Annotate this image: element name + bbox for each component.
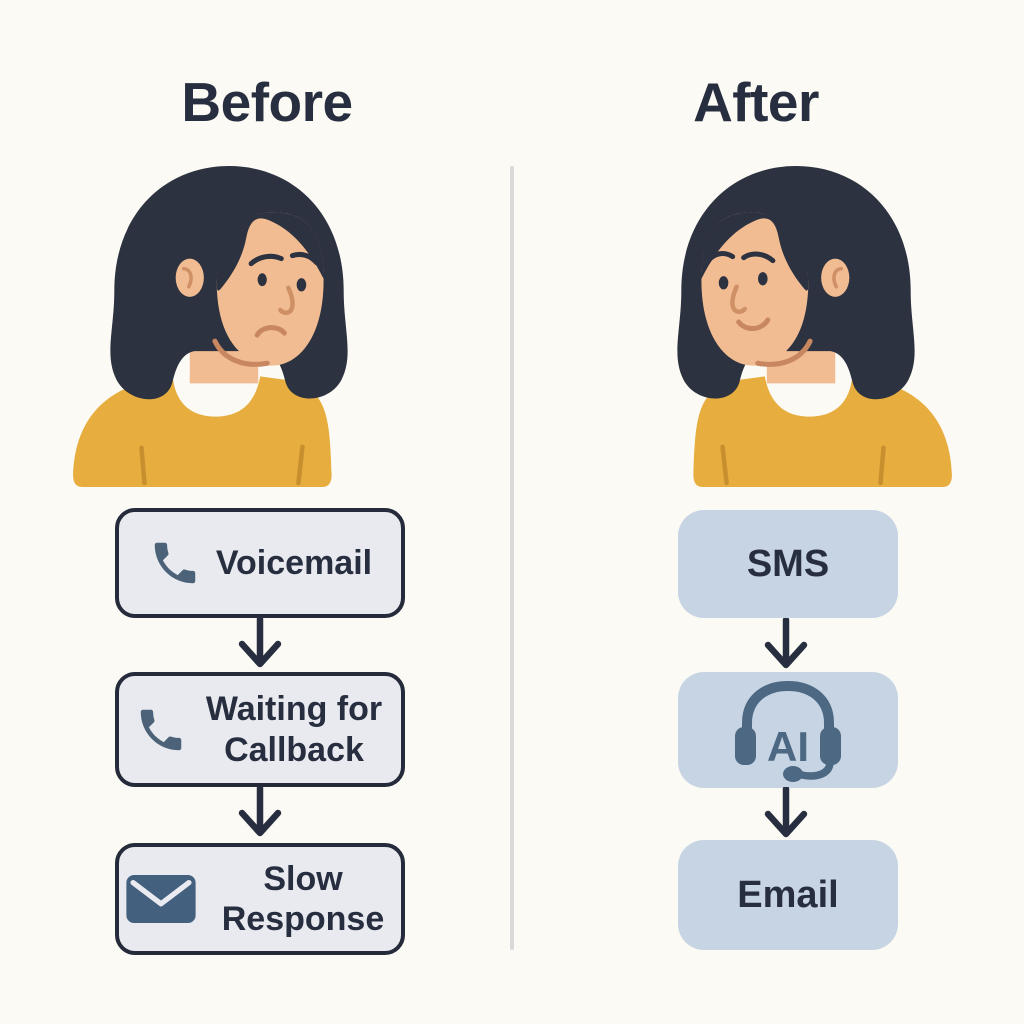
step-email: Email	[678, 840, 898, 950]
happy-woman-illustration	[635, 156, 957, 488]
step-waiting-for-callback: Waiting for Callback	[115, 672, 405, 787]
step-ai-agent: AI	[678, 672, 898, 788]
step-label: SMS	[746, 542, 830, 585]
envelope-icon	[125, 874, 196, 924]
step-slow-response: Slow Response	[115, 843, 405, 955]
down-arrow-icon	[236, 786, 284, 840]
after-title: After	[693, 71, 819, 133]
sad-face-features	[248, 251, 320, 338]
step-label: Voicemail	[215, 543, 373, 582]
divider	[510, 166, 514, 950]
step-label: Waiting for Callback	[205, 690, 383, 769]
step-label: Email	[737, 873, 839, 916]
step-sms: SMS	[678, 510, 898, 618]
step-label: Slow Response	[221, 859, 385, 938]
phone-icon	[140, 709, 181, 750]
ai-label: AI	[767, 723, 809, 770]
sad-woman-illustration	[68, 156, 390, 488]
step-voicemail: Voicemail	[115, 508, 405, 618]
before-title: Before	[181, 71, 353, 133]
down-arrow-icon	[236, 617, 284, 671]
happy-face-features	[705, 251, 776, 332]
down-arrow-icon	[762, 618, 810, 672]
phone-icon	[154, 542, 196, 584]
down-arrow-icon	[762, 787, 810, 841]
headset-ai-icon: AI	[735, 680, 841, 782]
